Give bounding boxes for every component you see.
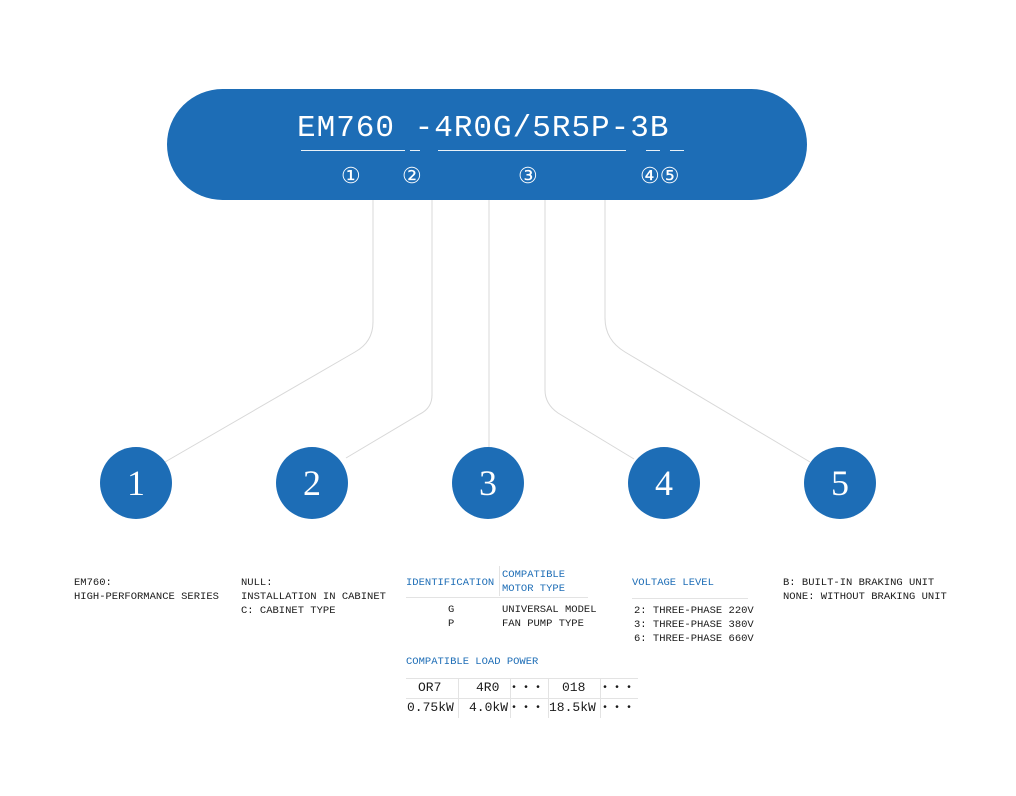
description-series: EM760: HIGH-PERFORMANCE SERIES (74, 577, 219, 603)
marker-1: ① (341, 163, 361, 188)
identification-header: IDENTIFICATION (406, 577, 495, 589)
motor-type-fan-pump: FAN PUMP TYPE (502, 618, 584, 630)
motor-type-header: COMPATIBLE MOTOR TYPE (502, 569, 566, 595)
circle-1: 1 (100, 447, 172, 519)
load-power-header: COMPATIBLE LOAD POWER (406, 656, 539, 668)
load-col-divider-1 (458, 678, 459, 718)
motor-type-universal: UNIVERSAL MODEL (502, 604, 597, 616)
voltage-level-header: VOLTAGE LEVEL (632, 577, 714, 589)
description-braking: B: BUILT-IN BRAKING UNIT NONE: WITHOUT B… (783, 577, 947, 603)
load-mid-rule (406, 698, 638, 699)
underline-1 (301, 150, 405, 151)
load-power-1: 0.75kW (407, 700, 454, 715)
marker-3: ③ (518, 163, 538, 188)
connector-4 (544, 200, 635, 460)
load-col-divider-3 (548, 678, 549, 718)
marker-2: ② (402, 163, 422, 188)
underline-4 (646, 150, 660, 151)
table-divider-v (499, 566, 500, 596)
table-divider-h (406, 597, 588, 598)
model-code: EM760 -4R0G/5R5P-3B (297, 109, 669, 149)
model-code-banner (167, 89, 807, 200)
circle-5: 5 (804, 447, 876, 519)
load-code-1: OR7 (418, 680, 442, 695)
underline-5 (670, 150, 684, 151)
motor-id-p: P (448, 618, 455, 630)
underline-3 (438, 150, 626, 151)
circle-4: 4 (628, 447, 700, 519)
voltage-rule (632, 598, 748, 599)
connector-2 (345, 200, 433, 459)
load-code-3: • • • (511, 683, 542, 694)
load-top-rule (406, 678, 638, 679)
motor-id-g: G (448, 604, 455, 616)
load-code-4: 018 (562, 680, 586, 695)
circle-3: 3 (452, 447, 524, 519)
load-power-3: • • • (511, 703, 542, 714)
load-col-divider-2 (510, 678, 511, 718)
model-series: EM760 (297, 111, 396, 146)
circle-2: 2 (276, 447, 348, 519)
marker-45: ④⑤ (640, 163, 680, 188)
connector-5 (604, 200, 811, 463)
underline-2 (410, 150, 420, 151)
model-rest: -4R0G/5R5P-3B (395, 111, 670, 146)
connector-1 (164, 200, 374, 463)
load-power-4: 18.5kW (549, 700, 596, 715)
description-installation: NULL: INSTALLATION IN CABINET C: CABINET… (241, 577, 386, 617)
load-power-5: • • • (602, 703, 633, 714)
voltage-level-list: 2: THREE-PHASE 220V 3: THREE-PHASE 380V … (634, 605, 754, 645)
load-code-2: 4R0 (476, 680, 500, 695)
load-code-5: • • • (602, 683, 633, 694)
load-power-2: 4.0kW (469, 700, 509, 715)
load-col-divider-4 (600, 678, 601, 718)
